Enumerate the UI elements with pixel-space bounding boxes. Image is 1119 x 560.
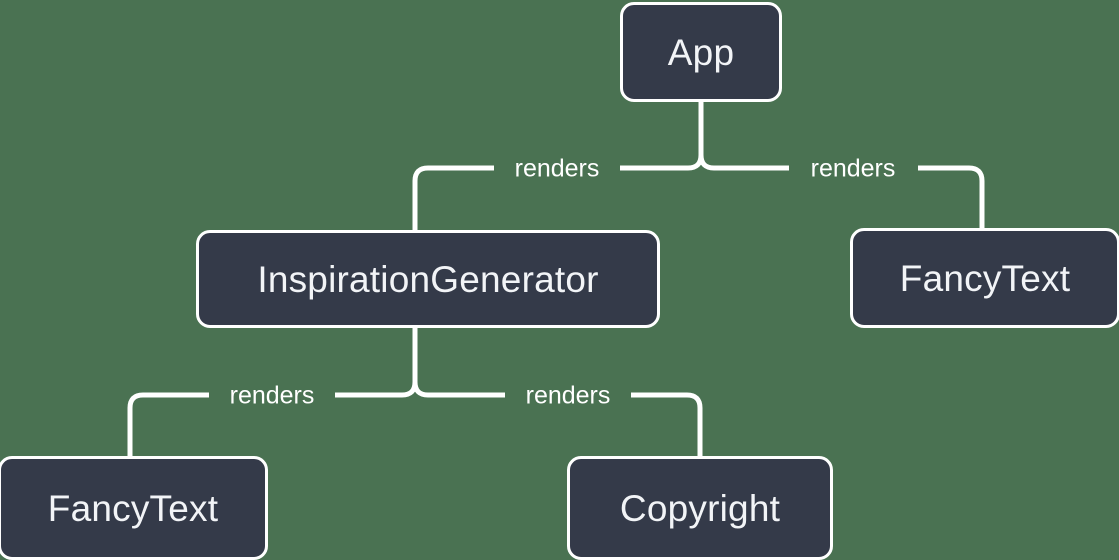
node-inspiration-generator-label: InspirationGenerator (257, 258, 599, 300)
edge-label-app-inspiration-generator: renders (514, 154, 600, 183)
node-fancy-text-right[interactable]: FancyText (850, 228, 1119, 328)
node-fancy-text-left[interactable]: FancyText (0, 456, 268, 560)
node-fancy-text-right-label: FancyText (899, 257, 1071, 299)
node-copyright-label: Copyright (619, 487, 781, 529)
edge-inspgen-copy-seg2 (631, 392, 703, 456)
edge-app-inspgen-seg2 (412, 165, 494, 230)
edge-label-app-fancy-text: renders (810, 154, 896, 183)
edge-app-fancy-seg2 (918, 165, 985, 228)
edge-inspgen-trunk (401, 328, 418, 398)
node-copyright[interactable]: Copyright (567, 456, 833, 560)
node-app[interactable]: App (620, 2, 782, 102)
edge-inspgen-trunk-right (412, 381, 429, 398)
edge-label-inspiration-generator-fancy-text: renders (229, 381, 315, 410)
edge-label-inspiration-generator-copyright: renders (525, 381, 611, 410)
edge-app-trunk-right (698, 154, 715, 171)
edge-inspgen-fancy-seg2 (127, 392, 209, 456)
node-fancy-text-left-label: FancyText (47, 487, 219, 529)
node-inspiration-generator[interactable]: InspirationGenerator (196, 230, 660, 328)
edge-app-trunk (687, 100, 704, 171)
node-app-label: App (667, 31, 735, 73)
